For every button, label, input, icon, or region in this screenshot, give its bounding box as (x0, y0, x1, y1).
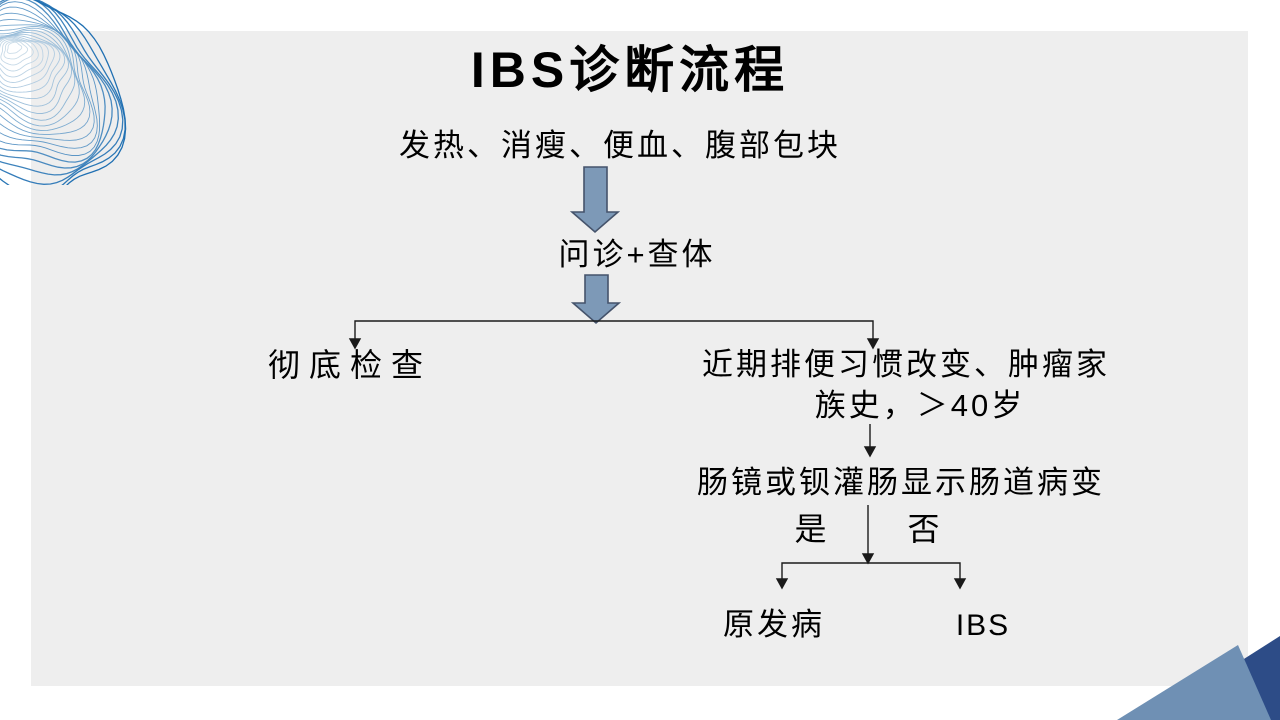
yes-label: 是 (794, 511, 830, 547)
primary-disease-text: 原发病 (723, 607, 825, 642)
left-branch-text: 彻底检查 (268, 347, 433, 383)
spiral-ring (6, 41, 23, 54)
spiral-ring (3, 40, 29, 60)
symptoms-text: 发热、消瘦、便血、腹部包块 (399, 128, 841, 163)
spiral-ring (0, 40, 34, 66)
investigation-text: 肠镜或钡灌肠显示肠道病变 (697, 465, 1105, 500)
no-label: 否 (907, 511, 943, 547)
ibs-outcome-text: IBS (955, 609, 1011, 642)
assessment-text: 问诊+查体 (558, 237, 716, 272)
slide-background (31, 31, 1248, 686)
right-branch-text-line1: 近期排便习惯改变、肿瘤家 (702, 347, 1110, 382)
slide-title: IBS诊断流程 (470, 42, 790, 98)
right-branch-text-line2: 族史，＞40岁 (814, 388, 1026, 423)
